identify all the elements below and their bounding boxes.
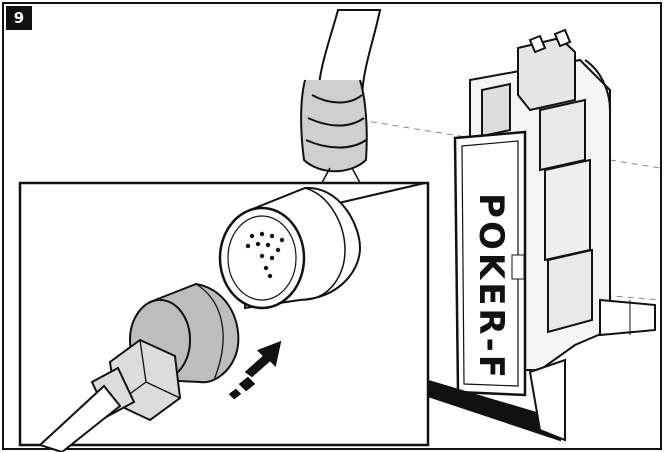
device-housing [424,28,656,442]
device-cable [300,9,382,191]
connector-guide-line [329,182,426,206]
insert-arrow [227,339,283,401]
device-model-label: POKER-F [465,172,517,402]
device-model-text: POKER-F [471,193,512,381]
step-number-badge: 9 [6,6,32,30]
male-plug [38,282,240,452]
female-socket [218,186,362,310]
socket-pins [245,231,285,279]
